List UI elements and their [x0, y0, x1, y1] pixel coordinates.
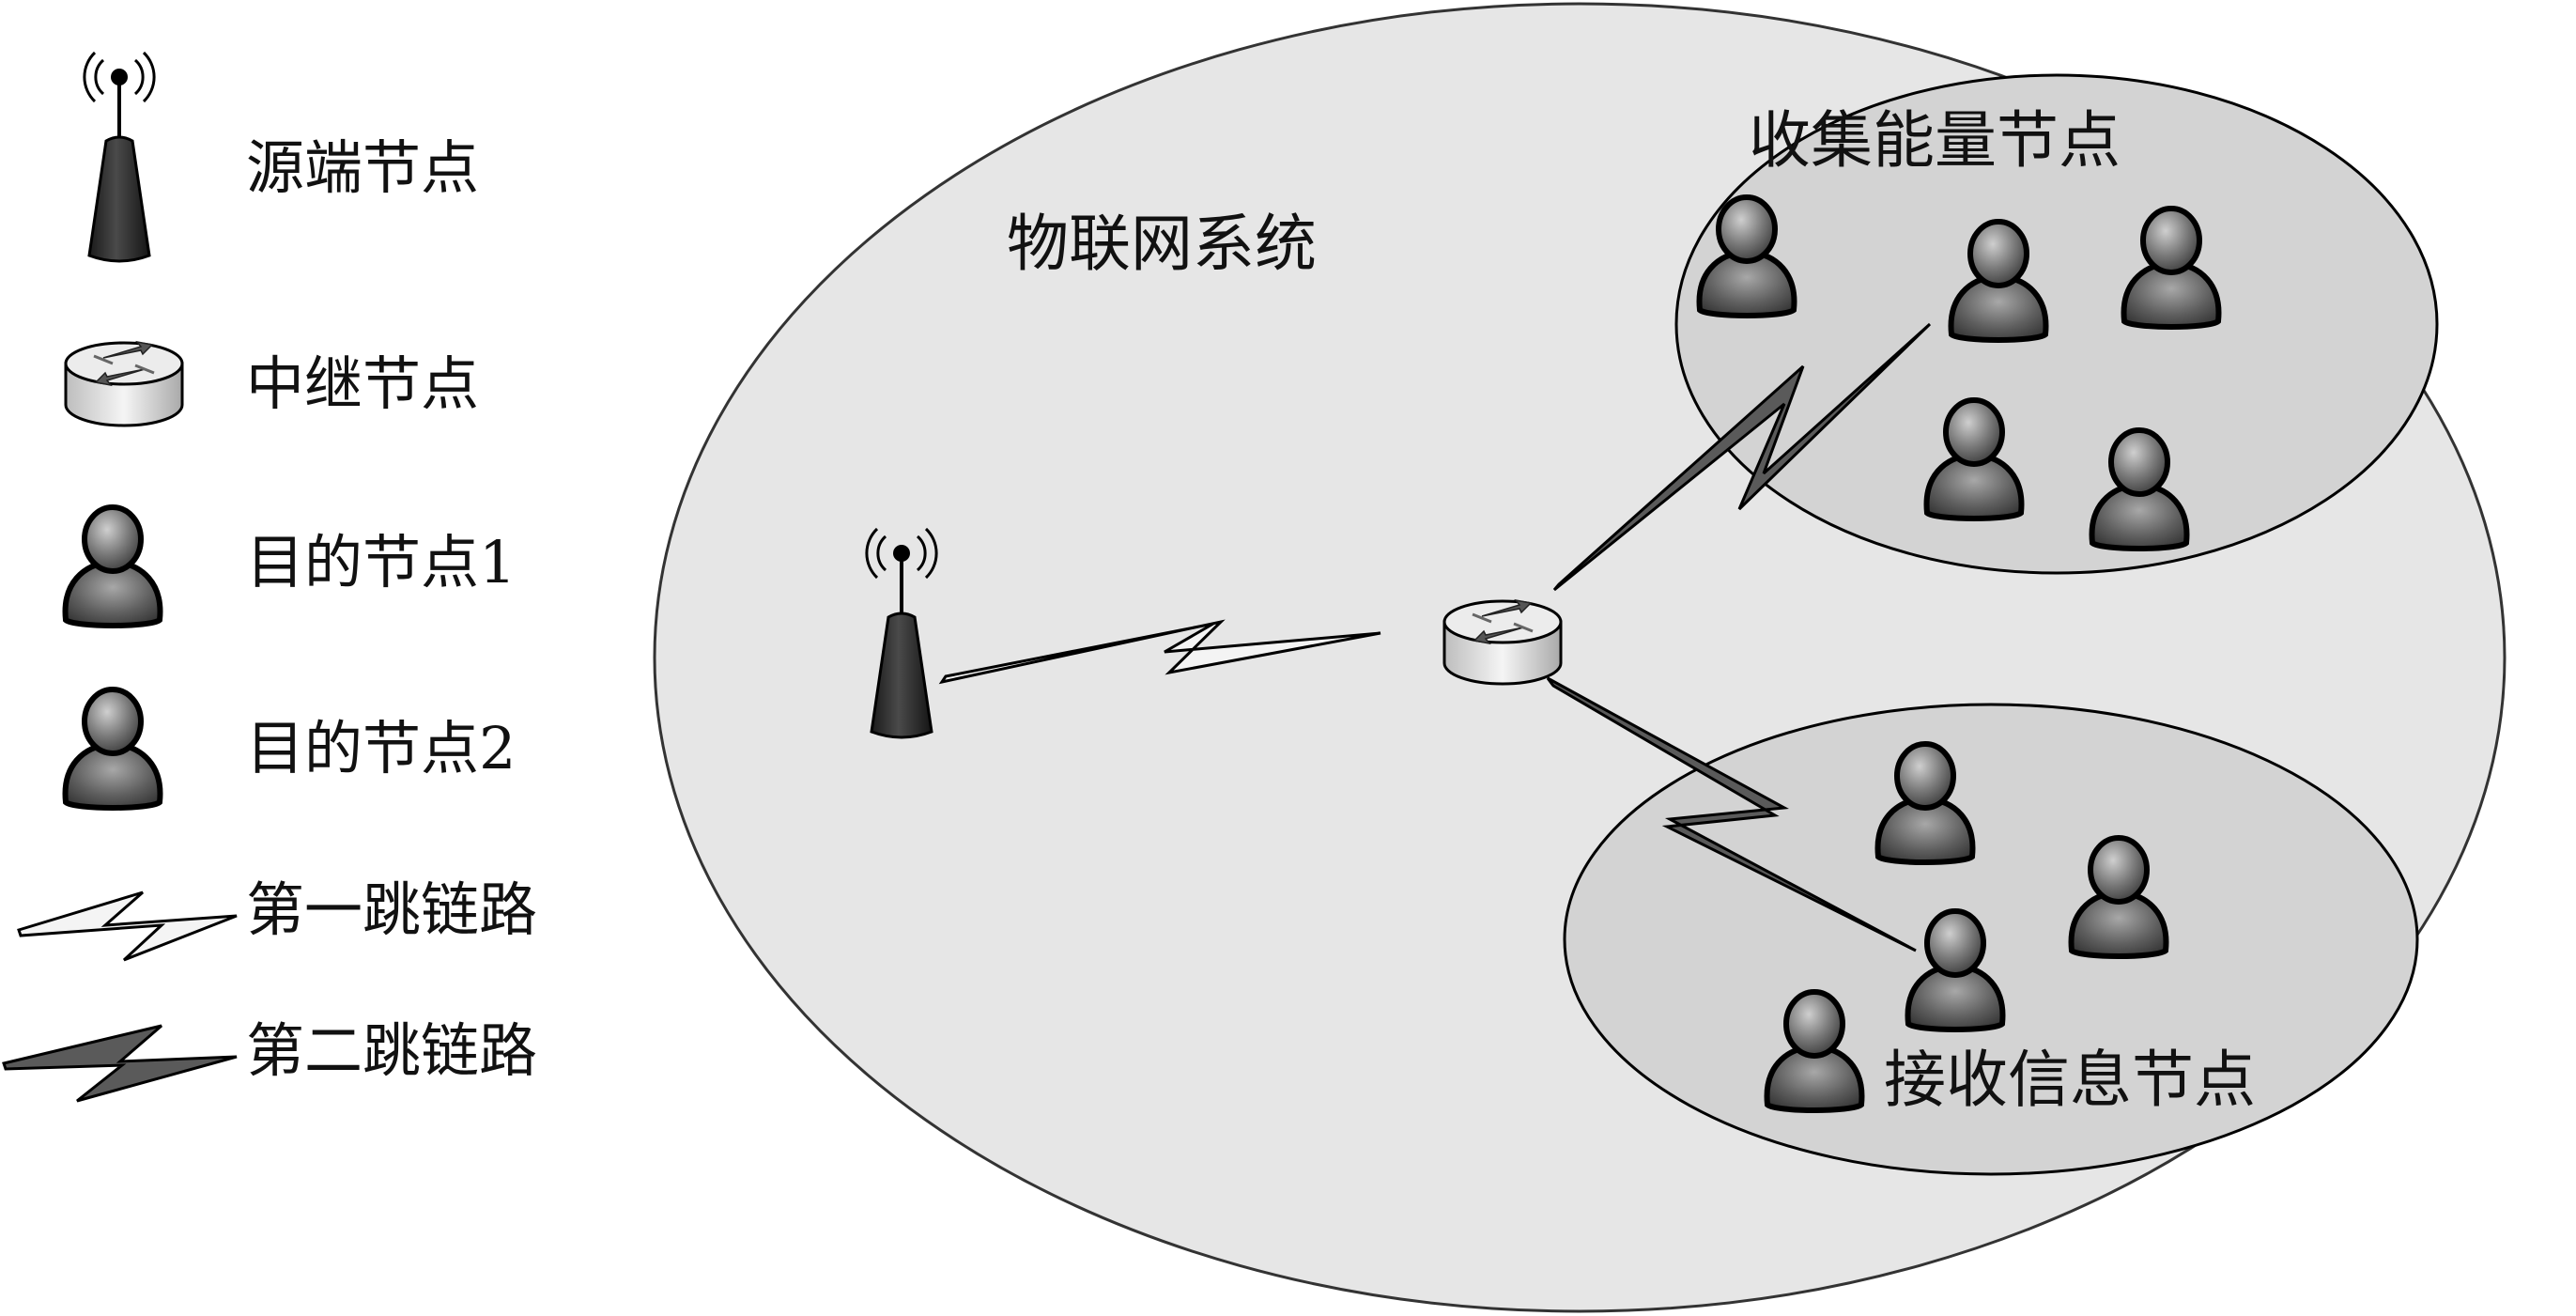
- info-group-label: 接收信息节点: [1884, 1044, 2256, 1116]
- legend-dest1-label: 目的节点1: [246, 528, 516, 596]
- second-hop-link-energy: [1552, 322, 1932, 592]
- legend-source-icon: [82, 51, 157, 263]
- info-receive-region: [1563, 703, 2419, 1176]
- second-hop-link-info: [1546, 676, 1917, 952]
- legend-source-label: 源端节点: [246, 133, 479, 202]
- legend-second-hop-label: 第二跳链路: [246, 1016, 537, 1085]
- energy-harvest-region: [1674, 73, 2439, 575]
- iot-system-label: 物联网系统: [1007, 208, 1317, 280]
- legend-first-hop-label: 第一跳链路: [246, 875, 537, 944]
- legend-dest1-icon: [66, 507, 161, 626]
- legend-relay-icon: [64, 340, 184, 427]
- relay-node-icon: [1442, 598, 1563, 686]
- legend: 源端节点 中继节点 目的节点1 目的节点2 第一跳链路 第二跳链路: [2, 51, 537, 1103]
- legend-first-hop-icon: [17, 890, 238, 962]
- first-hop-link: [938, 619, 1381, 685]
- energy-group-label: 收集能量节点: [1749, 104, 2121, 177]
- legend-relay-label: 中继节点: [246, 349, 479, 418]
- legend-second-hop-icon: [2, 1024, 238, 1103]
- legend-dest2-label: 目的节点2: [246, 714, 516, 782]
- legend-dest2-icon: [66, 689, 161, 808]
